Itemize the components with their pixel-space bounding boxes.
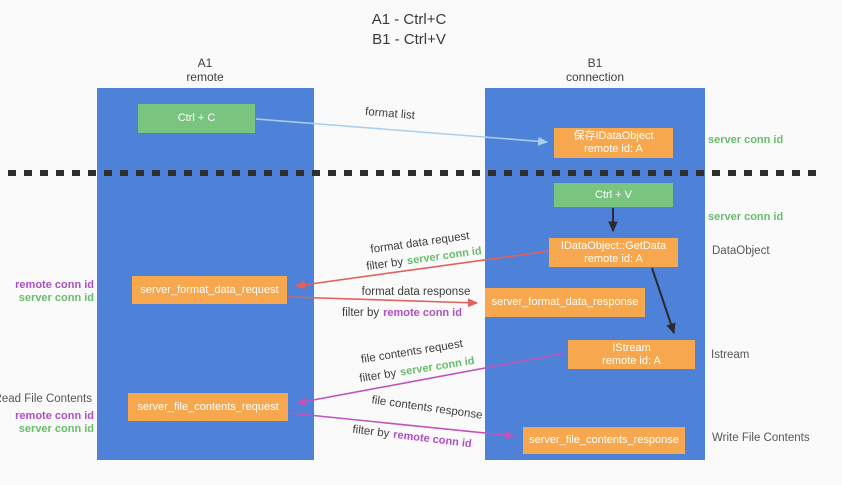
label-format-list: format list [364,106,416,122]
node-istream-line1: IStream [612,341,651,354]
left-remote-conn-id-bottom: remote conn id [15,410,94,422]
lane-right-name: B1 [587,56,603,70]
filter-by-text: filter by [342,307,380,319]
node-ctrl-c: Ctrl + C [138,104,255,133]
right-write-file-contents-label: Write File Contents [712,432,810,444]
node-server-file-contents-request: server_file_contents_request [128,393,288,421]
lane-header-right: B1 connection [545,56,645,84]
filter-by-text: filter by [365,255,404,274]
node-ctrl-c-label: Ctrl + C [177,112,216,124]
server-conn-id-key: server conn id [399,354,476,379]
label-file-contents-response: file contents response [370,394,484,422]
right-server-conn-id-top: server conn id [708,134,784,146]
node-format-response-label: server_format_data_response [491,296,639,308]
node-server-file-contents-response: server_file_contents_response [523,427,685,454]
node-getdata-line2: remote id: A [584,252,643,265]
right-dataobject-label: DataObject [712,245,770,257]
remote-conn-id-key: remote conn id [392,428,473,451]
lane-left-name: A1 [197,56,213,70]
lane-left-role: remote [186,70,224,84]
node-ctrl-v: Ctrl + V [554,183,673,207]
node-file-response-label: server_file_contents_response [529,434,679,446]
node-server-format-data-response: server_format_data_response [485,288,645,317]
phase-separator-line [8,170,823,176]
node-istream: IStream remote id: A [568,340,695,369]
node-getdata-line1: IDataObject::GetData [560,239,667,252]
title-line-2: B1 - Ctrl+V [372,31,446,48]
left-server-conn-id-bottom: server conn id [18,423,94,435]
filter-by-text: filter by [358,367,398,386]
node-format-request-label: server_format_data_request [140,283,279,296]
node-istream-line2: remote id: A [602,354,661,367]
node-file-request-label: server_file_contents_request [137,400,279,413]
right-istream-label: Istream [711,349,750,361]
title-line-1: A1 - Ctrl+C [371,11,447,28]
filter-by-text: filter by [351,423,391,441]
node-idataobject-getdata: IDataObject::GetData remote id: A [549,238,678,267]
node-save-idataobject-line2: remote id: A [584,143,643,155]
node-ctrl-v-label: Ctrl + V [595,188,632,201]
node-save-idataobject-line1: 保存IDataObject [573,130,654,142]
node-save-idataobject: 保存IDataObject remote id: A [554,128,673,158]
left-read-file-contents-label: Read File Contents [0,393,92,405]
label-format-data-response: format data response [361,286,471,298]
lane-right-role: connection [565,70,625,84]
lane-header-left: A1 remote [155,56,255,84]
left-remote-conn-id-top: remote conn id [15,279,94,291]
left-server-conn-id-top: server conn id [18,292,94,304]
right-server-conn-id-mid: server conn id [708,211,784,223]
remote-conn-id-key: remote conn id [383,307,462,319]
node-server-format-data-request: server_format_data_request [132,276,287,304]
diagram-title: A1 - Ctrl+C B1 - Ctrl+V [309,10,509,50]
